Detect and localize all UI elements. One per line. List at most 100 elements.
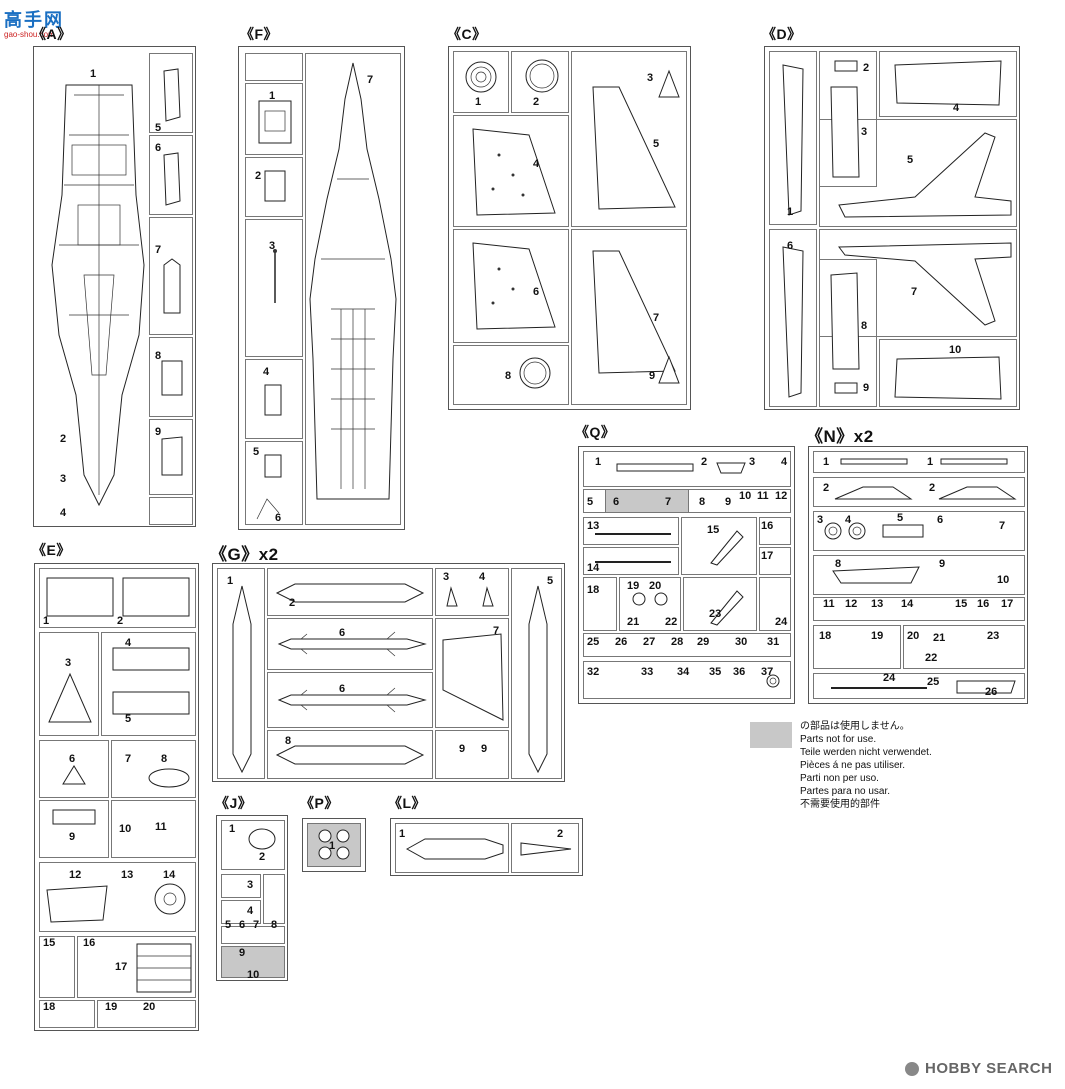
p-num-1: 1 — [329, 840, 336, 852]
q-num-15: 15 — [707, 524, 720, 536]
j-part-2-shape — [248, 828, 276, 850]
d-part-2-shape — [834, 60, 858, 72]
c-num-4: 4 — [533, 158, 540, 170]
legend-swatch — [750, 722, 792, 748]
sprue-d-cell-1 — [769, 51, 817, 225]
n-num-26: 26 — [985, 686, 998, 698]
e-part-14-shape — [154, 883, 186, 915]
g-part-8-tank-shape — [275, 745, 425, 765]
sprue-n-cell-20-23 — [903, 625, 1025, 669]
sprue-q-cell-23 — [683, 577, 757, 631]
e-num-14: 14 — [163, 869, 176, 881]
sprue-q-row-2 — [583, 489, 791, 513]
sprue-f-cell-4 — [245, 359, 303, 439]
sprue-a-cell-empty — [149, 497, 193, 525]
n-num-8: 8 — [835, 558, 842, 570]
q-num-36: 36 — [733, 666, 746, 678]
e-part-4-shape — [112, 647, 190, 671]
c-num-2: 2 — [533, 96, 540, 108]
n-num-21: 21 — [933, 632, 946, 644]
sprue-g-cell-6b — [267, 672, 433, 728]
q-part-2-shape — [716, 462, 746, 474]
n-num-2a: 2 — [823, 482, 830, 494]
q-num-22: 22 — [665, 616, 678, 628]
n-num-2b: 2 — [929, 482, 936, 494]
j-num-9: 9 — [239, 947, 246, 959]
g-part-5-tank-shape — [528, 585, 548, 774]
f-num-2: 2 — [255, 170, 262, 182]
sprue-c-cell-8 — [453, 345, 569, 405]
sprue-p: 1 — [302, 818, 366, 872]
sprue-g-cell-3-4 — [435, 568, 509, 616]
j-num-7: 7 — [253, 919, 260, 931]
q-part-15-shape — [710, 530, 744, 566]
sprue-q-cell-17 — [759, 547, 791, 575]
c-num-9: 9 — [649, 370, 656, 382]
f-part-1-shape — [258, 100, 292, 144]
sprue-g-cell-2 — [267, 568, 433, 616]
sprue-g-cell-5 — [511, 568, 562, 779]
sprue-a-cell-9 — [149, 419, 193, 495]
d-num-1: 1 — [787, 206, 794, 218]
q-num-12: 12 — [775, 490, 788, 502]
sprue-c: 1 2 3 4 5 6 7 8 9 — [448, 46, 691, 410]
sprue-n-cell-18-19 — [813, 625, 901, 669]
section-label-l: 《L》 — [388, 795, 427, 811]
c-num-3: 3 — [647, 72, 654, 84]
c-part-4-shape — [472, 128, 556, 216]
c-part-6-shape — [472, 242, 556, 330]
e-num-1: 1 — [43, 615, 50, 627]
p-part-1-shape — [318, 829, 350, 860]
d-part-10-shape — [894, 356, 1002, 400]
q-num-24: 24 — [775, 616, 788, 628]
q-num-33: 33 — [641, 666, 654, 678]
e-num-19: 19 — [105, 1001, 118, 1013]
n-num-25: 25 — [927, 676, 940, 688]
sprue-g: 1 2 3 4 5 6 6 7 8 9 9 — [212, 563, 565, 782]
sprue-n-row-4 — [813, 555, 1025, 595]
sprue-c-cell-7-9 — [571, 229, 687, 405]
sprue-j-row-9-10-gray — [221, 946, 285, 978]
sprue-c-cell-1 — [453, 51, 509, 113]
section-label-j: 《J》 — [215, 795, 253, 811]
e-num-15: 15 — [43, 937, 56, 949]
q-num-31: 31 — [767, 636, 780, 648]
section-label-f: 《F》 — [240, 26, 279, 42]
a-num-1: 1 — [90, 68, 97, 80]
sprue-a: 1 2 3 4 5 6 7 8 9 — [33, 46, 196, 527]
f-part-2-shape — [264, 170, 286, 202]
q-num-5: 5 — [587, 496, 594, 508]
q-part-19-shape — [632, 592, 668, 606]
q-num-7: 7 — [665, 496, 672, 508]
hobby-search-icon — [905, 1061, 919, 1076]
sprue-d-cell-4 — [879, 51, 1017, 117]
sprue-j-row-5-8 — [221, 926, 285, 944]
sprue-f-cell-7 — [305, 53, 401, 525]
e-num-16: 16 — [83, 937, 96, 949]
n-num-1b: 1 — [927, 456, 934, 468]
sprue-p-gray — [307, 823, 361, 867]
n-num-10: 10 — [997, 574, 1010, 586]
legend-line-jp: の部品は使用しません。 — [800, 721, 910, 732]
n-num-3: 3 — [817, 514, 824, 526]
sprue-e-cell-18 — [39, 1000, 95, 1028]
e-num-3: 3 — [65, 657, 72, 669]
g-part-1-tank-shape — [232, 585, 252, 774]
legend-line-fr: Pièces á ne pas utiliser. — [800, 760, 906, 771]
footer-logo-text: HOBBY SEARCH — [925, 1060, 1053, 1077]
a-num-6: 6 — [155, 142, 162, 154]
c-num-7: 7 — [653, 312, 660, 324]
n-num-17: 17 — [1001, 598, 1014, 610]
f-num-4: 4 — [263, 366, 270, 378]
q-part-37-shape — [766, 674, 780, 688]
c-part-5-shape — [592, 86, 676, 210]
sprue-q-row-25-31 — [583, 633, 791, 657]
sprue-j: 1 2 3 4 5 6 7 8 9 10 — [216, 815, 288, 981]
a-num-2: 2 — [60, 433, 67, 445]
e-num-20: 20 — [143, 1001, 156, 1013]
j-num-8: 8 — [271, 919, 278, 931]
sprue-g-cell-8 — [267, 730, 433, 779]
q-part-23-shape — [710, 590, 744, 626]
sprue-e-cell-3 — [39, 632, 99, 736]
g-part-3-shape — [446, 586, 458, 607]
